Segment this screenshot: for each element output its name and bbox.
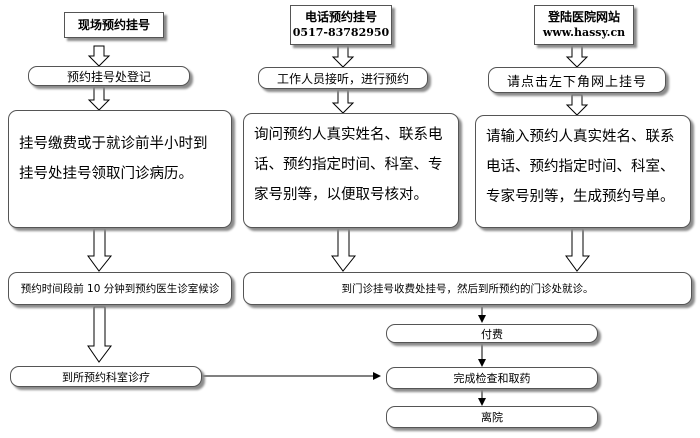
block-arrow: [331, 45, 355, 68]
step-label: 工作人员接听，进行预约: [276, 71, 409, 86]
block-arrow: [565, 94, 589, 116]
block-arrow: [565, 228, 591, 272]
pay-step: 付费: [386, 324, 598, 343]
onsite-register-step: 预约挂号处登记: [28, 66, 190, 86]
detail-text: 挂号缴费或于就诊前半小时到挂号处挂号领取门诊病历。: [19, 136, 208, 182]
block-arrow: [87, 306, 112, 363]
website-url: www.hassy.cn: [542, 26, 626, 39]
block-arrow: [87, 45, 111, 67]
step-label: 到所预约科室诊疗: [62, 370, 150, 384]
step-label: 预约挂号处登记: [66, 69, 151, 84]
block-arrow: [331, 228, 357, 272]
detail-text: 请输入预约人真实姓名、联系电话、预约指定时间、科室、专家号别等，生成预约号单。: [486, 129, 675, 205]
exam-medicine-step: 完成检查和取药: [386, 367, 598, 389]
onsite-registration-title: 现场预约挂号: [64, 12, 164, 38]
step-label: 付费: [481, 327, 503, 341]
source-title: 现场预约挂号: [77, 18, 150, 32]
phone-listen-step: 工作人员接听，进行预约: [258, 67, 428, 89]
phone-registration-title: 电话预约挂号 0517-83782950: [290, 5, 392, 45]
onsite-detail-box: 挂号缴费或于就诊前半小时到挂号处挂号领取门诊病历。: [8, 110, 232, 228]
source-title: 登陆医院网站: [547, 10, 620, 24]
phone-number: 0517-83782950: [292, 26, 390, 39]
step-label: 到门诊挂号收费处挂号，然后到所预约的门诊处就诊。: [341, 283, 594, 295]
leave-hospital-step: 离院: [386, 406, 598, 428]
step-label: 请点击左下角网上挂号: [506, 74, 647, 90]
source-title: 电话预约挂号: [304, 10, 377, 24]
pay-then-go-step: 到门诊挂号收费处挂号，然后到所预约的门诊处就诊。: [243, 272, 692, 305]
go-department-step: 到所预约科室诊疗: [10, 366, 202, 387]
block-arrow: [565, 45, 589, 68]
step-label: 离院: [481, 411, 503, 424]
block-arrow: [331, 89, 355, 114]
web-click-step: 请点击左下角网上挂号: [488, 67, 666, 93]
web-detail-box: 请输入预约人真实姓名、联系电话、预约指定时间、科室、专家号别等，生成预约号单。: [475, 115, 691, 228]
hospital-website-title: 登陆医院网站 www.hassy.cn: [534, 5, 634, 45]
arrive-early-step: 预约时间段前 10 分钟到预约医生诊室候诊: [8, 272, 232, 305]
block-arrow: [87, 228, 113, 272]
phone-detail-box: 询问预约人真实姓名、联系电话、预约指定时间、科室、专家号别等，以便取号核对。: [243, 113, 459, 228]
block-arrow: [87, 86, 111, 111]
detail-text: 询问预约人真实姓名、联系电话、预约指定时间、科室、专家号别等，以便取号核对。: [254, 127, 443, 203]
step-label: 预约时间段前 10 分钟到预约医生诊室候诊: [20, 283, 220, 295]
step-label: 完成检查和取药: [453, 372, 531, 385]
